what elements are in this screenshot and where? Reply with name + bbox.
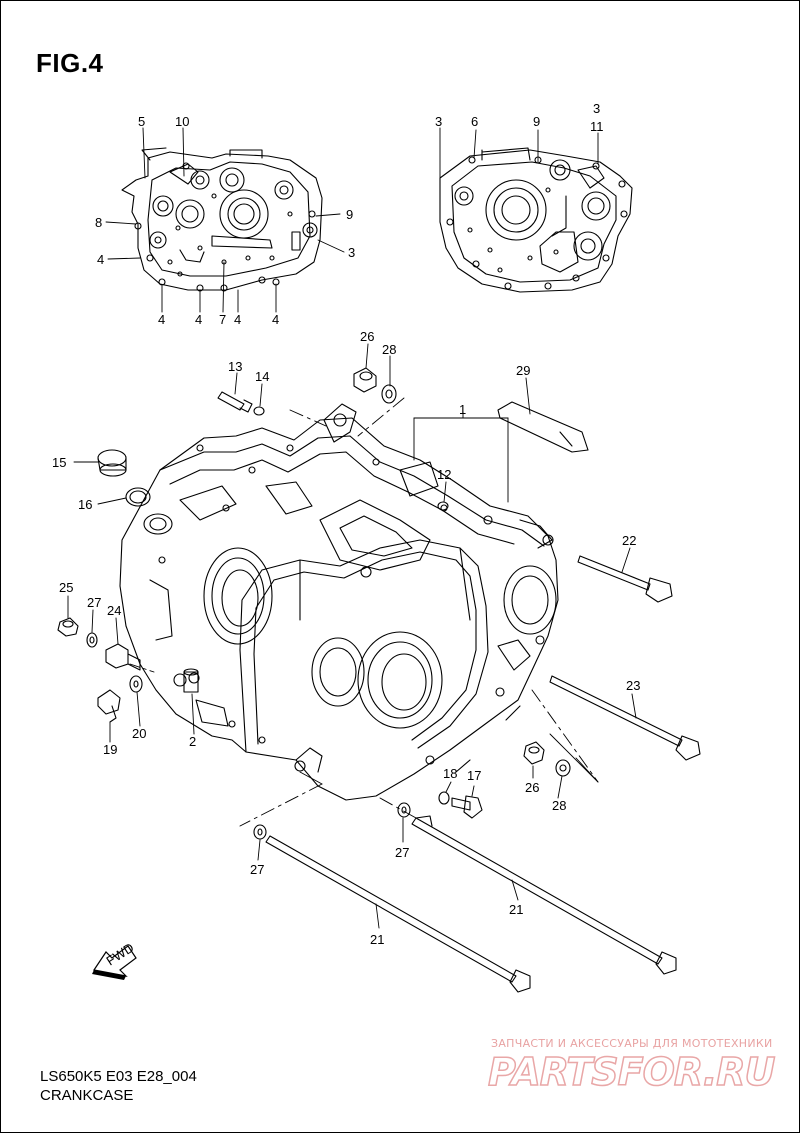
callout-10: 10 — [175, 114, 189, 129]
diagram-code: LS650K5 E03 E28_004 — [40, 1068, 197, 1085]
callout-27: 27 — [395, 845, 409, 860]
callout-27: 27 — [250, 862, 264, 877]
callout-11: 11 — [590, 119, 604, 134]
callout-20: 20 — [132, 726, 146, 741]
part-20-washer — [129, 675, 143, 693]
part-21-bolt-upper — [411, 815, 677, 975]
part-13-jet — [217, 391, 253, 413]
part-2-dowel — [183, 668, 199, 693]
callout-24: 24 — [107, 603, 121, 618]
part-16-oring — [125, 487, 151, 507]
callout-9: 9 — [533, 114, 540, 129]
callout-3: 3 — [593, 101, 600, 116]
callout-8: 8 — [95, 215, 102, 230]
callout-9: 9 — [346, 207, 353, 222]
callout-4: 4 — [234, 312, 241, 327]
callout-21: 21 — [370, 932, 384, 947]
callout-3: 3 — [435, 114, 442, 129]
fwd-arrow-icon: FWD — [92, 940, 137, 980]
part-25-plug — [57, 617, 79, 637]
callout-4: 4 — [272, 312, 279, 327]
part-26-nut-lower — [523, 741, 545, 765]
part-18-washer — [438, 791, 450, 805]
watermark-tagline: ЗАПЧАСТИ И АКСЕССУАРЫ ДЛЯ МОТОТЕХНИКИ — [491, 1037, 773, 1050]
callout-25: 25 — [59, 580, 73, 595]
watermark-logo: PARTSFOR.RU — [487, 1049, 776, 1095]
part-12-dowel — [437, 501, 449, 511]
callout-3: 3 — [348, 245, 355, 260]
callout-6: 6 — [471, 114, 478, 129]
callout-4: 4 — [195, 312, 202, 327]
callout-18: 18 — [443, 766, 457, 781]
callout-29: 29 — [516, 363, 530, 378]
callout-15: 15 — [52, 455, 66, 470]
part-19-bolt — [97, 689, 121, 723]
callout-12: 12 — [437, 467, 451, 482]
callout-4: 4 — [158, 312, 165, 327]
part-15-cap — [97, 449, 127, 477]
part-26-nut-upper — [353, 367, 377, 393]
part-28-washer-upper — [381, 384, 397, 404]
callout-7: 7 — [219, 312, 226, 327]
part-21-bolt-lower — [265, 835, 531, 993]
diagram-name: CRANKCASE — [40, 1087, 134, 1104]
part-27-washer-low — [253, 824, 267, 840]
callout-5: 5 — [138, 114, 145, 129]
callout-27: 27 — [87, 595, 101, 610]
callout-26: 26 — [360, 329, 374, 344]
callout-17: 17 — [467, 768, 481, 783]
callout-22: 22 — [622, 533, 636, 548]
callout-4: 4 — [97, 252, 104, 267]
crankcase-right-half-view — [439, 147, 633, 293]
callout-26: 26 — [525, 780, 539, 795]
callouts: 5 10 8 4 9 3 4 4 7 4 4 3 6 9 3 11 13 14 … — [52, 101, 640, 947]
leader-lines — [67, 127, 637, 929]
part-23-bolt — [549, 675, 701, 761]
callout-19: 19 — [103, 742, 117, 757]
figure-title: FIG.4 — [36, 48, 104, 78]
callout-28: 28 — [382, 342, 396, 357]
callout-23: 23 — [626, 678, 640, 693]
crankcase-assembly — [119, 403, 559, 801]
callout-2: 2 — [189, 734, 196, 749]
crankcase-left-half-view — [121, 147, 323, 292]
callout-13: 13 — [228, 359, 242, 374]
callout-21: 21 — [509, 902, 523, 917]
part-22-bolt — [577, 555, 673, 603]
part-14-washer — [253, 406, 265, 416]
part-29-plate — [497, 401, 589, 453]
part-28-washer-lower — [555, 759, 571, 777]
callout-14: 14 — [255, 369, 269, 384]
part-27-washer-left — [86, 632, 98, 648]
part-17-bolt — [451, 795, 483, 819]
part-27-washer-mid — [397, 802, 411, 818]
callout-28: 28 — [552, 798, 566, 813]
callout-16: 16 — [78, 497, 92, 512]
callout-1: 1 — [459, 402, 466, 417]
